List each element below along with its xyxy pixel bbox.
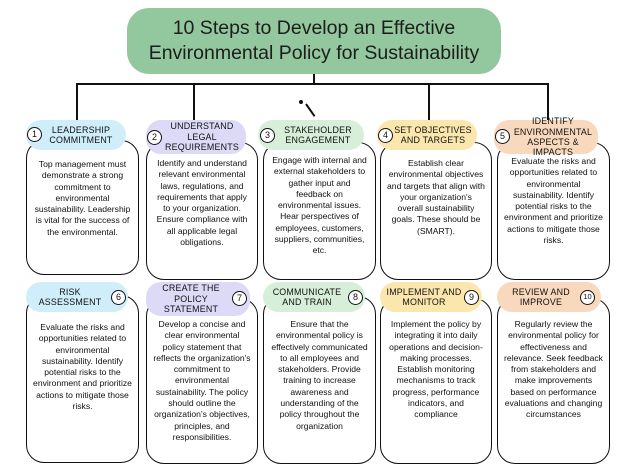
step-4-text: Establish clear environmental objectives… bbox=[387, 158, 485, 236]
step-8-text: Ensure that the environmental policy is … bbox=[271, 319, 368, 431]
step-number-3: 3 bbox=[260, 128, 275, 143]
connector-drop-5 bbox=[547, 83, 549, 120]
step-3-text: Engage with internal and external stakeh… bbox=[272, 155, 367, 256]
step-9-text: Implement the policy by integrating it i… bbox=[389, 319, 483, 420]
connector-drop-3 bbox=[305, 103, 316, 117]
step-10-text: Regularly review the environmental polic… bbox=[504, 319, 603, 420]
step-pill-1: LEADERSHIP COMMITMENT bbox=[26, 120, 126, 150]
step-6-label: RISK ASSESSMENT bbox=[38, 286, 102, 307]
step-3-label: STAKEHOLDER ENGAGEMENT bbox=[284, 124, 352, 145]
step-card-10: Regularly review the environmental polic… bbox=[497, 298, 610, 464]
step-10-label: REVIEW AND IMPROVE bbox=[512, 286, 570, 307]
step-number-10: 10 bbox=[580, 290, 595, 305]
step-number-8: 8 bbox=[348, 290, 363, 305]
connector-vertical-main bbox=[313, 74, 315, 84]
step-card-3: Engage with internal and external stakeh… bbox=[263, 142, 376, 280]
title-box: 10 Steps to Develop an Effective Environ… bbox=[127, 8, 501, 74]
step-number-2: 2 bbox=[147, 130, 162, 145]
step-card-6: Evaluate the risks and opportunities rel… bbox=[26, 295, 139, 463]
step-1-text: Top management must demonstrate a strong… bbox=[34, 159, 131, 237]
step-card-9: Implement the policy by integrating it i… bbox=[380, 298, 492, 464]
step-1-label: LEADERSHIP COMMITMENT bbox=[49, 124, 113, 145]
title-line-1: 10 Steps to Develop an Effective bbox=[172, 17, 456, 39]
step-5-text: Evaluate the risks and opportunities rel… bbox=[504, 156, 603, 246]
step-card-5: Evaluate the risks and opportunities rel… bbox=[497, 142, 610, 280]
step-number-9: 9 bbox=[464, 290, 479, 305]
step-number-7: 7 bbox=[232, 291, 247, 306]
step-card-7: Develop a concise and clear environmenta… bbox=[146, 298, 258, 464]
connector-drop-2 bbox=[193, 83, 195, 120]
step-pill-5: IDENTIFY ENVIRONMENTAL ASPECTS & IMPACTS bbox=[494, 116, 598, 157]
title-line-2: Environmental Policy for Sustainability bbox=[148, 42, 480, 64]
connector-drop-1 bbox=[76, 83, 78, 120]
step-card-4: Establish clear environmental objectives… bbox=[380, 142, 492, 280]
step-number-5: 5 bbox=[495, 129, 510, 144]
step-2-text: Identify and understand relevant environ… bbox=[156, 158, 248, 248]
step-card-2: Identify and understand relevant environ… bbox=[146, 142, 258, 280]
step-card-1: Top management must demonstrate a strong… bbox=[26, 140, 139, 275]
step-9-label: IMPLEMENT AND MONITOR bbox=[386, 286, 462, 307]
step-7-label: CREATE THE POLICY STATEMENT bbox=[162, 283, 220, 315]
step-5-label: IDENTIFY ENVIRONMENTAL ASPECTS & IMPACTS bbox=[513, 116, 593, 158]
step-number-4: 4 bbox=[378, 128, 393, 143]
step-7-text: Develop a concise and clear environmenta… bbox=[153, 319, 251, 442]
step-card-8: Ensure that the environmental policy is … bbox=[263, 296, 376, 464]
connector-dot-3 bbox=[299, 100, 303, 104]
step-number-6: 6 bbox=[111, 290, 126, 305]
connector-horizontal bbox=[76, 83, 549, 85]
step-pill-4: SET OBJECTIVES AND TARGETS bbox=[377, 120, 477, 150]
connector-drop-4 bbox=[428, 83, 430, 120]
step-6-text: Evaluate the risks and opportunities rel… bbox=[33, 322, 132, 412]
step-pill-3: STAKEHOLDER ENGAGEMENT bbox=[258, 120, 364, 150]
step-pill-2: UNDERSTAND LEGAL REQUIREMENTS bbox=[146, 120, 246, 154]
step-number-1: 1 bbox=[27, 127, 42, 142]
step-pill-9: IMPLEMENT AND MONITOR bbox=[380, 282, 482, 312]
step-4-label: SET OBJECTIVES AND TARGETS bbox=[394, 124, 472, 145]
step-8-label: COMMUNICATE AND TRAIN bbox=[272, 286, 342, 307]
step-2-label: UNDERSTAND LEGAL REQUIREMENTS bbox=[165, 121, 239, 153]
